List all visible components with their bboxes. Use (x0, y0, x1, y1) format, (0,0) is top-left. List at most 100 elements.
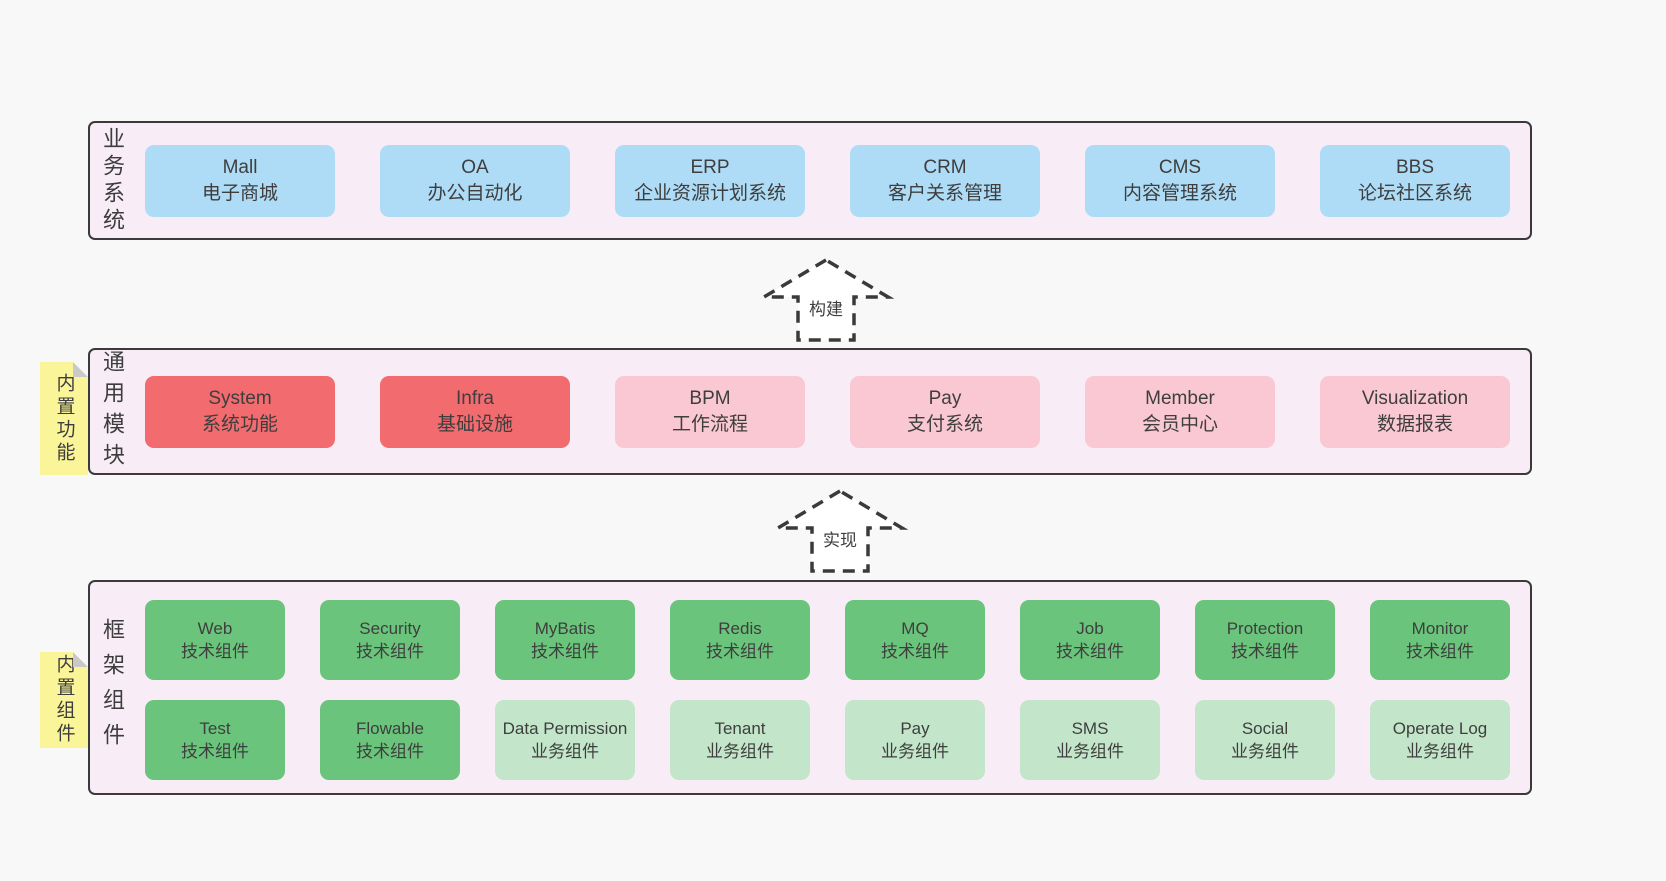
box-pay-component: Pay 业务组件 (845, 700, 985, 780)
box-subtitle: 企业资源计划系统 (633, 182, 786, 204)
box-subtitle: 技术组件 (181, 642, 249, 661)
box-system: System 系统功能 (145, 375, 335, 448)
box-title: Flowable (355, 719, 425, 738)
box-subtitle: 系统功能 (201, 413, 278, 435)
box-mybatis: MyBatis 技术组件 (495, 600, 635, 680)
box-subtitle: 业务组件 (1406, 742, 1474, 761)
sticky-note-label: 内置组件 (53, 654, 75, 746)
box-title: Test (199, 719, 231, 738)
box-subtitle: 技术组件 (356, 742, 424, 761)
box-sms: SMS 业务组件 (1020, 700, 1160, 780)
arrow-build-up: 构建 (758, 257, 894, 343)
box-subtitle: 工作流程 (671, 413, 748, 435)
box-subtitle: 业务组件 (1231, 742, 1299, 761)
box-subtitle: 办公自动化 (427, 182, 523, 204)
box-title: Monitor (1411, 619, 1469, 638)
box-subtitle: 基础设施 (436, 413, 513, 435)
box-erp: ERP 企业资源计划系统 (615, 144, 805, 217)
box-redis: Redis 技术组件 (670, 600, 810, 680)
box-title: CRM (923, 156, 967, 178)
box-title: Infra (455, 387, 495, 409)
box-crm: CRM 客户关系管理 (850, 144, 1040, 217)
box-title: Tenant (714, 719, 766, 738)
panel-business-systems: 业务系统 Mall 电子商城 OA 办公自动化 ERP 企业资源计划系统 CRM… (88, 121, 1532, 240)
box-title: MQ (901, 619, 929, 638)
box-protection: Protection 技术组件 (1195, 600, 1335, 680)
box-title: ERP (690, 156, 730, 178)
box-subtitle: 客户关系管理 (887, 182, 1002, 204)
box-title: Member (1145, 387, 1215, 409)
box-subtitle: 内容管理系统 (1122, 182, 1237, 204)
box-subtitle: 技术组件 (1056, 642, 1124, 661)
box-title: Protection (1226, 619, 1304, 638)
box-subtitle: 技术组件 (181, 742, 249, 761)
business-box-row: Mall 电子商城 OA 办公自动化 ERP 企业资源计划系统 CRM 客户关系… (145, 123, 1510, 238)
box-mall: Mall 电子商城 (145, 144, 335, 217)
box-title: System (208, 387, 272, 409)
box-flowable: Flowable 技术组件 (320, 700, 460, 780)
box-subtitle: 技术组件 (1406, 642, 1474, 661)
box-job: Job 技术组件 (1020, 600, 1160, 680)
box-subtitle: 电子商城 (201, 182, 278, 204)
box-title: BPM (689, 387, 731, 409)
box-subtitle: 技术组件 (356, 642, 424, 661)
box-subtitle: 业务组件 (706, 742, 774, 761)
arrow-implement-label: 实现 (820, 526, 860, 551)
box-social: Social 业务组件 (1195, 700, 1335, 780)
box-cms: CMS 内容管理系统 (1085, 144, 1275, 217)
box-title: CMS (1158, 156, 1202, 178)
sticky-note-builtin-features: 内置功能 (40, 362, 88, 475)
box-member: Member 会员中心 (1085, 375, 1275, 448)
box-pay-system: Pay 支付系统 (850, 375, 1040, 448)
box-subtitle: 技术组件 (706, 642, 774, 661)
box-tenant: Tenant 业务组件 (670, 700, 810, 780)
box-title: Web (197, 619, 233, 638)
box-subtitle: 技术组件 (881, 642, 949, 661)
box-mq: MQ 技术组件 (845, 600, 985, 680)
box-title: Redis (718, 619, 762, 638)
box-subtitle: 支付系统 (906, 413, 983, 435)
box-title: Operate Log (1392, 719, 1488, 738)
box-title: Data Permission (502, 719, 628, 738)
box-subtitle: 会员中心 (1141, 413, 1218, 435)
panel-modules-vertical-label: 通用模块 (100, 349, 125, 474)
box-subtitle: 业务组件 (1056, 742, 1124, 761)
sticky-note-builtin-components: 内置组件 (40, 652, 88, 748)
panel-common-modules: 通用模块 System 系统功能 Infra 基础设施 BPM 工作流程 Pay… (88, 348, 1532, 475)
box-title: Job (1076, 619, 1104, 638)
components-grid: Web 技术组件 Security 技术组件 MyBatis 技术组件 Redi… (145, 600, 1510, 780)
arrow-build-label: 构建 (806, 295, 846, 320)
panel-business-vertical-label: 业务系统 (100, 126, 125, 235)
box-security: Security 技术组件 (320, 600, 460, 680)
panel-components-vertical-label: 框架组件 (100, 617, 125, 758)
box-subtitle: 业务组件 (881, 742, 949, 761)
box-title: Mall (222, 156, 258, 178)
box-title: MyBatis (534, 619, 596, 638)
box-bpm: BPM 工作流程 (615, 375, 805, 448)
box-title: SMS (1071, 719, 1109, 738)
box-title: Security (359, 619, 421, 638)
box-title: Social (1241, 719, 1289, 738)
box-monitor: Monitor 技术组件 (1370, 600, 1510, 680)
box-title: Visualization (1361, 387, 1469, 409)
box-visualization: Visualization 数据报表 (1320, 375, 1510, 448)
box-subtitle: 技术组件 (1231, 642, 1299, 661)
panel-framework-components: 框架组件 Web 技术组件 Security 技术组件 MyBatis 技术组件… (88, 580, 1532, 795)
box-bbs: BBS 论坛社区系统 (1320, 144, 1510, 217)
sticky-note-label: 内置功能 (53, 372, 75, 465)
modules-box-row: System 系统功能 Infra 基础设施 BPM 工作流程 Pay 支付系统… (145, 350, 1510, 473)
box-test: Test 技术组件 (145, 700, 285, 780)
box-web: Web 技术组件 (145, 600, 285, 680)
box-subtitle: 技术组件 (531, 642, 599, 661)
arrow-implement-up: 实现 (772, 488, 908, 574)
box-data-permission: Data Permission 业务组件 (495, 700, 635, 780)
box-oa: OA 办公自动化 (380, 144, 570, 217)
box-infra: Infra 基础设施 (380, 375, 570, 448)
box-operate-log: Operate Log 业务组件 (1370, 700, 1510, 780)
box-title: Pay (928, 387, 962, 409)
box-title: OA (461, 156, 489, 178)
box-subtitle: 论坛社区系统 (1357, 182, 1472, 204)
box-subtitle: 数据报表 (1376, 413, 1453, 435)
box-title: Pay (900, 719, 930, 738)
